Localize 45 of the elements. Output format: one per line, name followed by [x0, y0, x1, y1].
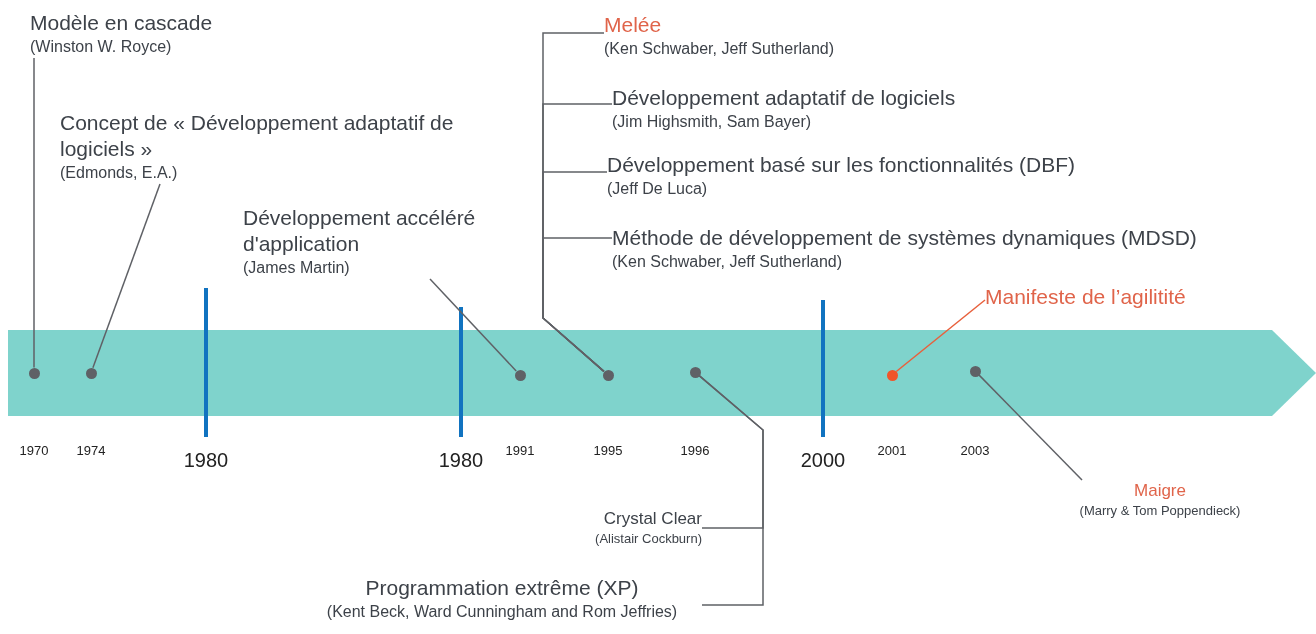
method-name: Méthode de développement de systèmes dynamiques (MDSD) [612, 225, 1198, 251]
method-name: Programmation extrême (XP) [364, 575, 640, 601]
decade-label: 1980 [183, 449, 229, 472]
timeline-dot [514, 369, 526, 381]
timeline-dot [689, 366, 701, 378]
author-names: (Marry & Tom Poppendieck) [1078, 502, 1242, 520]
author-names: (Jim Highsmith, Sam Bayer) [612, 112, 813, 132]
author-names: (James Martin) [243, 258, 351, 278]
method-name: Concept de « Développement adaptatif de logiciels » [60, 110, 455, 162]
year-label: 1974 [76, 443, 106, 458]
author-names: (Ken Schwaber, Jeff Sutherland) [612, 252, 844, 272]
decade-label: 1980 [438, 449, 484, 472]
timeline-dot [602, 369, 614, 381]
leader-line [542, 237, 613, 373]
year-label: 1970 [19, 443, 49, 458]
method-name: Développement basé sur les fonctionnalités (DBF) [607, 152, 1077, 178]
decade-label: 2000 [800, 449, 846, 472]
author-names: (Alistair Cockburn) [594, 530, 702, 548]
method-name: Crystal Clear [602, 508, 702, 530]
method-name: Développement adaptatif de logiciels [612, 85, 957, 111]
method-name: Modèle en cascade [30, 10, 214, 36]
method-name: Melée [604, 12, 663, 38]
method-name: Maigre [1133, 480, 1187, 502]
year-label: 1995 [593, 443, 623, 458]
author-names: (Jeff De Luca) [607, 179, 709, 199]
leader-line [895, 299, 986, 373]
timeline-dot [85, 367, 97, 379]
author-names: (Ken Schwaber, Jeff Sutherland) [604, 39, 836, 59]
leader-line [33, 57, 35, 369]
timeline-dot [969, 365, 981, 377]
author-names: (Winston W. Royce) [30, 37, 173, 57]
method-name: Développement accéléré d'application [243, 205, 477, 257]
author-names: (Kent Beck, Ward Cunningham and Rom Jeffries) [325, 602, 679, 622]
leader-line [698, 374, 764, 606]
leader-line [429, 278, 517, 372]
year-label: 2001 [877, 443, 907, 458]
year-label: 1991 [505, 443, 535, 458]
author-names: (Edmonds, E.A.) [60, 163, 179, 183]
timeline-dot [28, 367, 40, 379]
method-name: Manifeste de l’agilitité [985, 284, 1187, 310]
leader-line [978, 374, 1083, 481]
year-label: 2003 [960, 443, 990, 458]
year-label: 1996 [680, 443, 710, 458]
timeline-dot [886, 369, 898, 381]
leader-line [92, 183, 161, 369]
